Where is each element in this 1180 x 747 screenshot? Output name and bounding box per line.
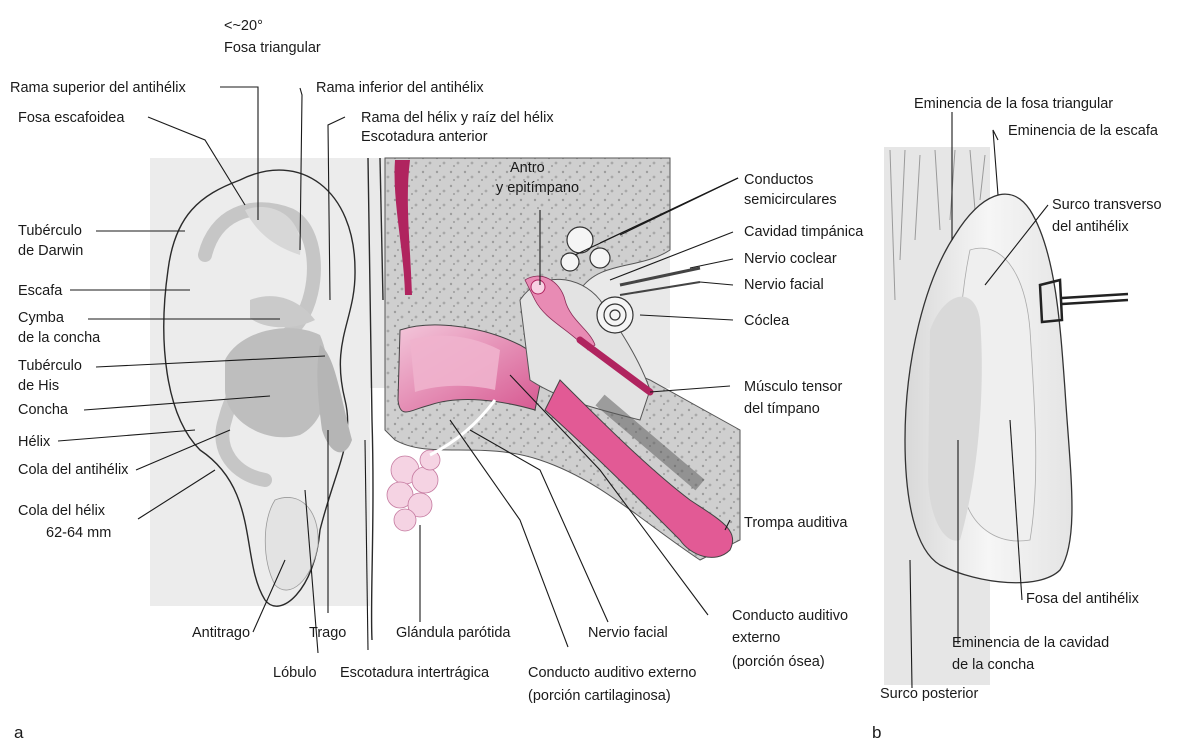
panel-b: Eminencia de la fosa triangular Eminenci…: [872, 96, 1162, 742]
label-coclea: Cóclea: [744, 313, 790, 329]
label-cae-cart-2: (porción cartilaginosa): [528, 688, 671, 704]
label-tuberculo-his-2: de His: [18, 378, 59, 394]
label-escotadura-anterior: Escotadura anterior: [361, 129, 488, 145]
label-musculo-2: del tímpano: [744, 401, 820, 417]
parotid-lobule: [394, 509, 416, 531]
label-surco-transverso-2: del antihélix: [1052, 219, 1129, 235]
label-concha: Concha: [18, 402, 69, 418]
label-eminencia-concha-1: Eminencia de la cavidad: [952, 635, 1109, 651]
label-conductos-1: Conductos: [744, 172, 813, 188]
panel-letter-b: b: [872, 723, 881, 742]
label-cae-osea-1: Conducto auditivo: [732, 608, 848, 624]
semicircular-canal-2: [590, 248, 610, 268]
semicircular-canal-1: [567, 227, 593, 253]
label-rama-helix: Rama del hélix y raíz del hélix: [361, 110, 554, 126]
label-cymba-1: Cymba: [18, 310, 65, 326]
label-nervio-coclear: Nervio coclear: [744, 251, 837, 267]
label-cola-helix: Cola del hélix: [18, 503, 106, 519]
label-cymba-2: de la concha: [18, 330, 101, 346]
label-trompa: Trompa auditiva: [744, 515, 848, 531]
label-nervio-facial-b: Nervio facial: [588, 625, 668, 641]
label-tuberculo-his-1: Tubérculo: [18, 358, 82, 374]
parotid-gland: [387, 450, 440, 531]
label-cae-osea-2: externo: [732, 630, 780, 646]
cochlea-inner: [610, 310, 620, 320]
label-antro-1: Antro: [510, 160, 545, 176]
label-angle: <~20°: [224, 18, 263, 34]
label-musculo-1: Músculo tensor: [744, 379, 842, 395]
label-helix: Hélix: [18, 434, 51, 450]
canal-inner-light: [410, 336, 500, 392]
label-rama-inferior: Rama inferior del antihélix: [316, 80, 484, 96]
label-fosa-triangular: Fosa triangular: [224, 40, 321, 56]
label-nervio-facial-r: Nervio facial: [744, 277, 824, 293]
label-rama-superior: Rama superior del antihélix: [10, 80, 186, 96]
label-escotadura-intertragica: Escotadura intertrágica: [340, 665, 490, 681]
semicircular-canal-3: [561, 253, 579, 271]
panel-letter-a: a: [14, 723, 24, 742]
label-antro-2: y epitímpano: [496, 180, 579, 196]
panel-a: <~20° Fosa triangular Rama superior del …: [10, 18, 864, 742]
label-eminencia-concha-2: de la concha: [952, 657, 1035, 673]
label-tuberculo-darwin-2: de Darwin: [18, 243, 83, 259]
label-antitrago: Antitrago: [192, 625, 250, 641]
label-measure: 62-64 mm: [46, 525, 111, 541]
label-tuberculo-darwin-1: Tubérculo: [18, 223, 82, 239]
label-glandula: Glándula parótida: [396, 625, 511, 641]
label-conductos-2: semicirculares: [744, 192, 837, 208]
label-cae-osea-3: (porción ósea): [732, 654, 825, 670]
label-surco-transverso-1: Surco transverso: [1052, 197, 1162, 213]
label-cavidad: Cavidad timpánica: [744, 224, 864, 240]
antrum-dot: [531, 280, 545, 294]
label-cae-cart-1: Conducto auditivo externo: [528, 665, 696, 681]
label-fosa-antihelix: Fosa del antihélix: [1026, 591, 1140, 607]
label-fosa-escafoidea: Fosa escafoidea: [18, 110, 125, 126]
label-escafa: Escafa: [18, 283, 63, 299]
label-eminencia-escafa: Eminencia de la escafa: [1008, 123, 1159, 139]
label-surco-posterior: Surco posterior: [880, 686, 978, 702]
label-cola-antihelix: Cola del antihélix: [18, 462, 129, 478]
label-eminencia-fosa: Eminencia de la fosa triangular: [914, 96, 1113, 112]
concha-shape: [225, 328, 328, 437]
parotid-lobule: [412, 467, 438, 493]
label-lobulo: Lóbulo: [273, 665, 317, 681]
label-trago: Trago: [309, 625, 346, 641]
